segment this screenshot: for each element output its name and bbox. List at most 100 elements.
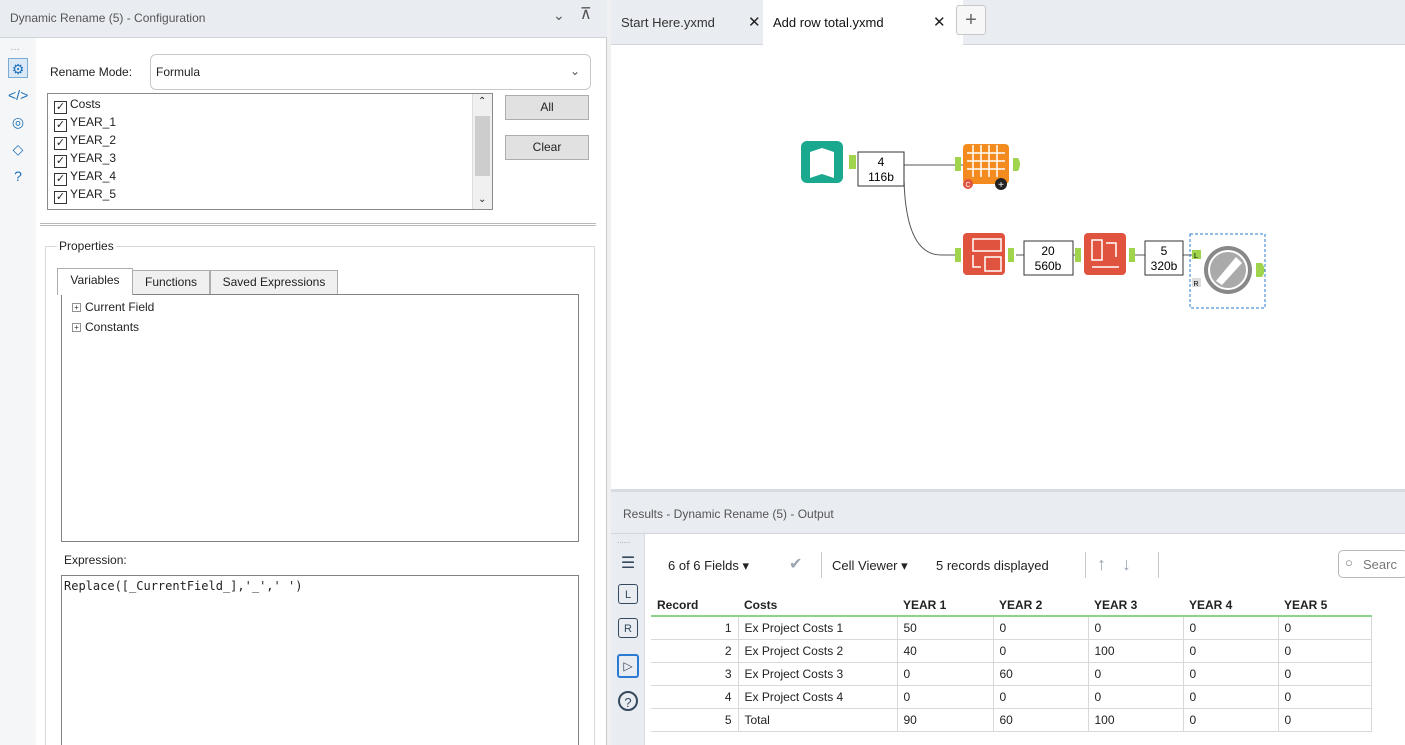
table-row[interactable]: 5 Total 90 60 100 0 0 — [651, 707, 1372, 732]
table-cell[interactable]: 90 — [896, 707, 994, 732]
close-icon[interactable]: ✕ — [748, 14, 761, 31]
column-header[interactable]: YEAR 4 — [1183, 595, 1278, 617]
checkbox[interactable]: ✓ — [54, 173, 67, 186]
table-cell[interactable]: 40 — [896, 638, 994, 663]
help-icon[interactable]: ? — [618, 691, 638, 711]
checkmark-icon[interactable]: ✔ — [789, 556, 803, 573]
checkbox[interactable]: ✓ — [54, 137, 67, 150]
table-cell[interactable]: 0 — [1182, 707, 1279, 732]
select-all-button[interactable]: All — [505, 95, 589, 120]
table-row[interactable]: 3 Ex Project Costs 3 0 60 0 0 0 — [651, 661, 1372, 686]
expression-editor[interactable]: Replace([_CurrentField_],'_',' ') — [61, 575, 579, 745]
workflow-canvas[interactable]: 4 116b C + — [611, 45, 1405, 489]
table-cell[interactable]: Ex Project Costs 1 — [737, 615, 898, 640]
clear-button[interactable]: Clear — [505, 135, 589, 160]
table-cell[interactable]: Ex Project Costs 4 — [737, 684, 898, 709]
field-item[interactable]: ✓Costs — [54, 96, 464, 114]
new-tab-button[interactable]: + — [956, 5, 986, 35]
table-cell[interactable]: 4 — [651, 684, 739, 709]
search-input[interactable]: ○ Searc — [1338, 550, 1405, 578]
table-cell[interactable]: Ex Project Costs 3 — [737, 661, 898, 686]
table-cell[interactable]: 0 — [1182, 684, 1279, 709]
drag-handle-icon[interactable]: ...... — [617, 536, 631, 545]
table-cell[interactable]: 100 — [1087, 707, 1184, 732]
table-cell[interactable]: 50 — [896, 615, 994, 640]
table-cell[interactable]: 0 — [1277, 684, 1372, 709]
rename-mode-select[interactable]: Formula ⌄ — [150, 54, 591, 90]
tab-functions[interactable]: Functions — [132, 270, 210, 294]
scroll-down-icon[interactable]: ⌄ — [478, 194, 487, 205]
column-header[interactable]: YEAR 3 — [1088, 595, 1183, 617]
table-cell[interactable]: 0 — [1277, 707, 1372, 732]
table-cell[interactable]: 5 — [651, 707, 739, 732]
arrow-up-icon[interactable]: ↑ — [1097, 554, 1106, 574]
column-header[interactable]: Record — [651, 595, 738, 617]
collapse-chevron-icon[interactable]: ⌄ — [553, 7, 565, 23]
checkbox[interactable]: ✓ — [54, 155, 67, 168]
checkbox[interactable]: ✓ — [54, 101, 67, 114]
scroll-up-icon[interactable]: ⌃ — [478, 96, 487, 107]
table-cell[interactable]: 0 — [1087, 661, 1184, 686]
transpose-tool[interactable] — [955, 233, 1014, 275]
table-cell[interactable]: 0 — [992, 638, 1089, 663]
column-header[interactable]: YEAR 2 — [993, 595, 1088, 617]
column-header[interactable]: YEAR 5 — [1278, 595, 1371, 617]
table-row[interactable]: 4 Ex Project Costs 4 0 0 0 0 0 — [651, 684, 1372, 709]
fields-dropdown[interactable]: 6 of 6 Fields ▾ — [668, 558, 749, 573]
doc-tab-add-row-total[interactable]: Add row total.yxmd ✕ — [763, 0, 963, 45]
table-cell[interactable]: Ex Project Costs 2 — [737, 638, 898, 663]
table-row[interactable]: 2 Ex Project Costs 2 40 0 100 0 0 — [651, 638, 1372, 663]
field-item[interactable]: ✓YEAR_1 — [54, 114, 464, 132]
close-icon[interactable]: ✕ — [933, 14, 946, 31]
code-icon[interactable]: </> — [8, 87, 29, 103]
table-cell[interactable]: 0 — [896, 661, 994, 686]
output-anchor-icon[interactable]: ▷ — [617, 654, 639, 678]
checkbox[interactable]: ✓ — [54, 191, 67, 204]
field-item[interactable]: ✓YEAR_3 — [54, 150, 464, 168]
drag-handle-icon[interactable]: … — [10, 42, 21, 53]
table-cell[interactable]: 1 — [651, 615, 739, 640]
checkbox[interactable]: ✓ — [54, 119, 67, 132]
table-cell[interactable]: 0 — [1182, 615, 1279, 640]
input-data-tool[interactable] — [801, 141, 856, 183]
expand-icon[interactable]: + — [72, 303, 81, 312]
table-cell[interactable]: 100 — [1087, 638, 1184, 663]
tag-icon[interactable]: ◇ — [12, 141, 24, 157]
tab-variables[interactable]: Variables — [57, 268, 133, 295]
dynamic-rename-tool[interactable]: L R — [1189, 233, 1266, 309]
table-cell[interactable]: Total — [737, 707, 898, 732]
arrow-down-icon[interactable]: ↓ — [1122, 554, 1131, 574]
field-item[interactable]: ✓YEAR_4 — [54, 168, 464, 186]
table-cell[interactable]: 0 — [896, 684, 994, 709]
table-cell[interactable]: 0 — [1087, 684, 1184, 709]
table-cell[interactable]: 0 — [1087, 615, 1184, 640]
gear-icon[interactable]: ⚙ — [8, 58, 28, 78]
browse-tool[interactable]: C + — [955, 144, 1020, 191]
table-cell[interactable]: 0 — [992, 684, 1089, 709]
column-header[interactable]: Costs — [738, 595, 897, 617]
table-cell[interactable]: 3 — [651, 661, 739, 686]
column-header[interactable]: YEAR 1 — [897, 595, 993, 617]
field-item[interactable]: ✓YEAR_5 — [54, 186, 464, 204]
field-item[interactable]: ✓YEAR_2 — [54, 132, 464, 150]
tree-item-current-field[interactable]: +Current Field — [72, 300, 154, 314]
table-cell[interactable]: 0 — [1277, 638, 1372, 663]
expand-icon[interactable]: + — [72, 323, 81, 332]
table-cell[interactable]: 0 — [1277, 661, 1372, 686]
list-scrollbar[interactable]: ⌃ ⌄ — [472, 94, 492, 209]
left-anchor-icon[interactable]: L — [618, 584, 638, 604]
crosstab-tool[interactable] — [1075, 233, 1135, 275]
table-cell[interactable]: 0 — [1182, 638, 1279, 663]
field-checklist[interactable]: ✓Costs ✓YEAR_1 ✓YEAR_2 ✓YEAR_3 ✓YEAR_4 ✓… — [47, 93, 493, 210]
cell-viewer-dropdown[interactable]: Cell Viewer ▾ — [832, 558, 908, 573]
list-icon[interactable]: ☰ — [620, 555, 636, 572]
scroll-thumb[interactable] — [475, 116, 490, 176]
pin-icon[interactable]: ⊼ — [580, 6, 592, 23]
annotation-icon[interactable]: ◎ — [11, 114, 25, 130]
right-anchor-icon[interactable]: R — [618, 618, 638, 638]
help-icon[interactable]: ? — [14, 168, 22, 184]
doc-tab-start-here[interactable]: Start Here.yxmd ✕ — [611, 0, 763, 45]
table-cell[interactable]: 0 — [1277, 615, 1372, 640]
tab-saved-expressions[interactable]: Saved Expressions — [210, 270, 338, 294]
table-cell[interactable]: 0 — [992, 615, 1089, 640]
